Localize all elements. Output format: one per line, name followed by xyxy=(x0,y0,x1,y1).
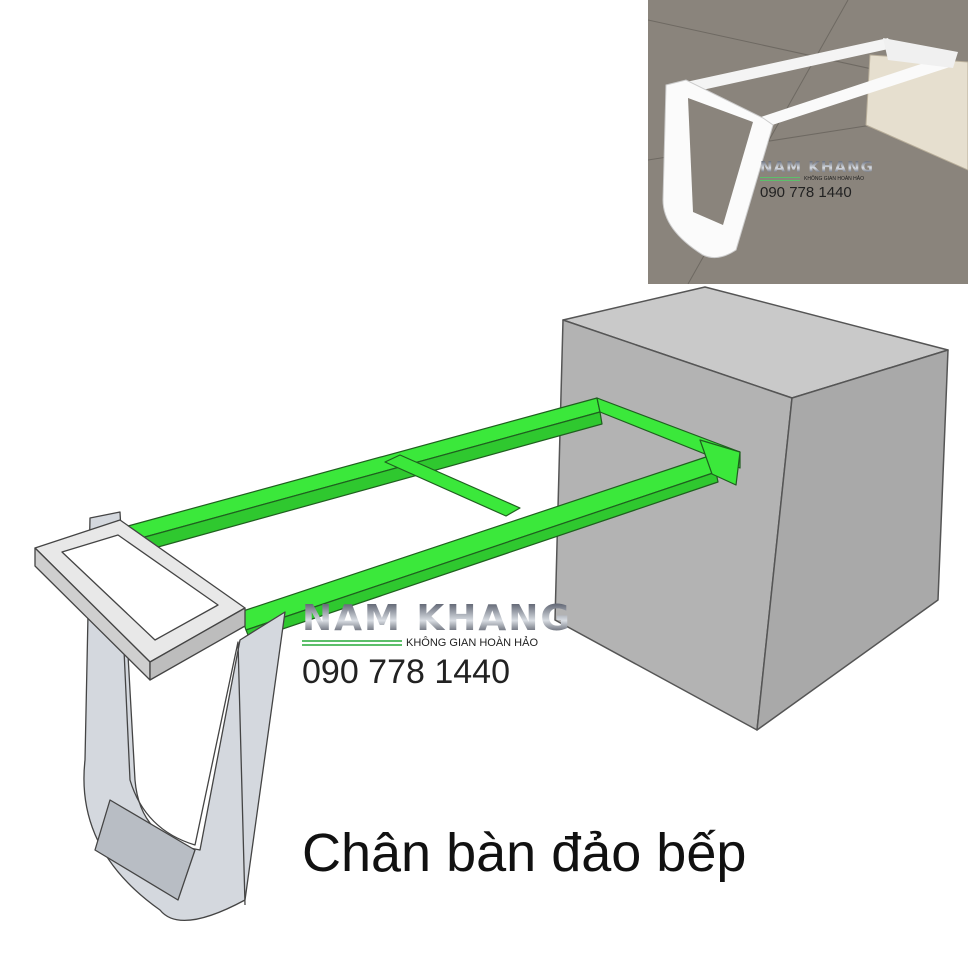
logo-tagline: KHÔNG GIAN HOÀN HẢO xyxy=(406,637,539,649)
photo-watermark-logo: NAM KHANG KHÔNG GIAN HOÀN HẢO 090 778 14… xyxy=(760,158,874,201)
nam-khang-logo: NAM KHANG KHÔNG GIAN HOÀN HẢO 090 778 14… xyxy=(302,598,572,692)
watermark-tagline: KHÔNG GIAN HOÀN HẢO xyxy=(804,176,865,182)
logo-brand-name: NAM KHANG xyxy=(302,598,572,639)
logo-underline xyxy=(302,640,402,647)
watermark-phone: 090 778 1440 xyxy=(760,184,852,201)
table-leg xyxy=(34,511,286,922)
watermark-brand: NAM KHANG xyxy=(760,158,874,176)
green-steel-frame xyxy=(127,397,741,641)
product-photo: NAM KHANG KHÔNG GIAN HOÀN HẢO 090 778 14… xyxy=(648,0,968,284)
logo-underline xyxy=(760,176,800,181)
product-photo-image xyxy=(648,0,968,284)
kitchen-cabinet-block xyxy=(554,286,949,731)
phone-number: 090 778 1440 xyxy=(302,653,510,691)
product-caption: Chân bàn đảo bếp xyxy=(302,823,747,883)
